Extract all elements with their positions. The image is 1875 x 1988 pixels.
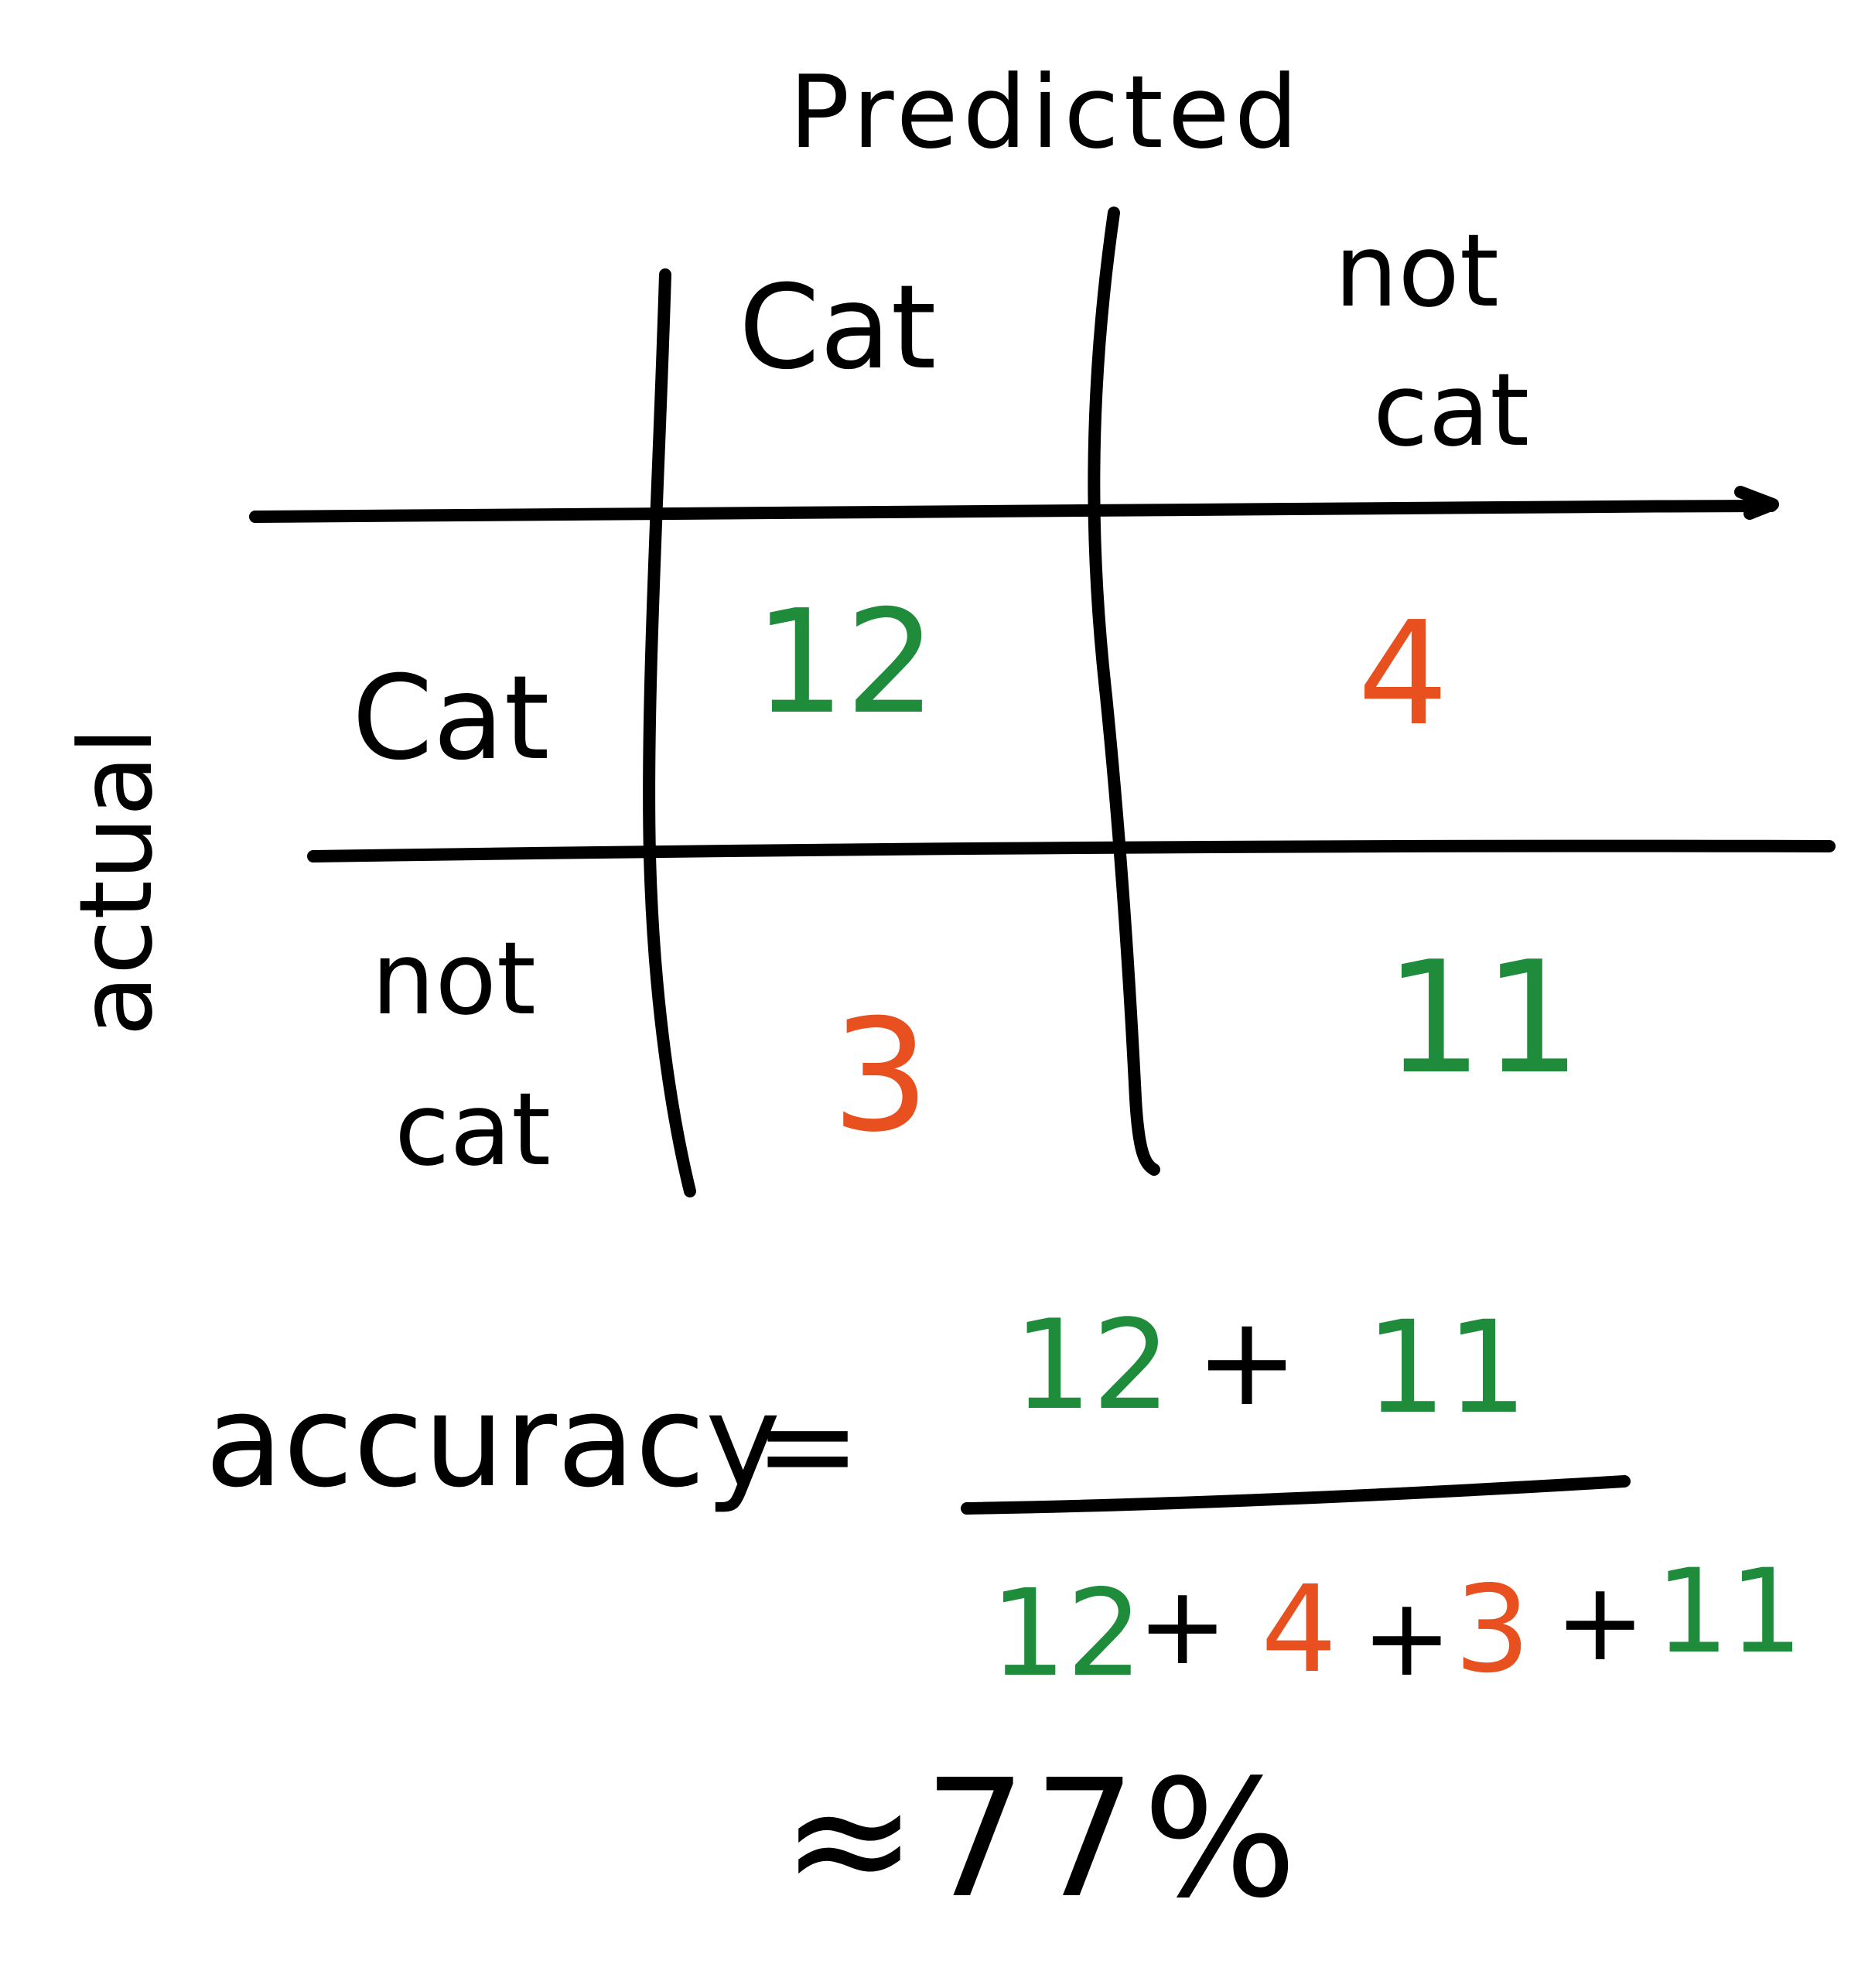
numerator-term-a: 12: [1013, 1293, 1171, 1437]
accuracy-result: ≈77%: [781, 1744, 1303, 1934]
denominator-term-d: 11: [1655, 1545, 1803, 1679]
denominator-term-b: 4: [1261, 1559, 1337, 1699]
actual-title: actual: [57, 727, 175, 1037]
top-horizontal-arrow-line: [249, 500, 1778, 523]
cell-true-positive: 12: [754, 579, 936, 746]
cell-true-negative: 11: [1385, 928, 1582, 1108]
cell-false-negative: 4: [1358, 590, 1449, 757]
actual-not-cat-label: cat: [394, 1071, 551, 1188]
middle-horizontal-line: [307, 839, 1836, 862]
predicted-cat-label: Cat: [739, 261, 936, 395]
cell-false-positive: 3: [832, 986, 930, 1166]
predicted-title: Predicted: [789, 53, 1303, 171]
actual-not-label: not: [371, 920, 536, 1037]
denominator-term-a: 12: [990, 1563, 1142, 1703]
fraction-bar: [961, 1475, 1631, 1515]
left-vertical-line: [643, 268, 696, 1197]
predicted-not-cat-label: cat: [1373, 351, 1529, 469]
denominator-term-c: 3: [1454, 1559, 1531, 1699]
arrow-head: [1734, 486, 1779, 520]
predicted-not-label: not: [1334, 212, 1499, 330]
right-vertical-line: [1088, 207, 1160, 1176]
formula-accuracy-label: accuracy: [205, 1367, 780, 1515]
matrix-grid: [249, 207, 1836, 1197]
denominator-plus-2: +: [1361, 1575, 1452, 1701]
denominator-plus-1: +: [1137, 1563, 1228, 1689]
numerator-term-b: 11: [1365, 1293, 1528, 1442]
actual-cat-label: Cat: [352, 651, 549, 786]
formula-equals: =: [754, 1371, 861, 1519]
numerator-plus: +: [1195, 1289, 1299, 1433]
denominator-plus-3: +: [1555, 1559, 1645, 1686]
